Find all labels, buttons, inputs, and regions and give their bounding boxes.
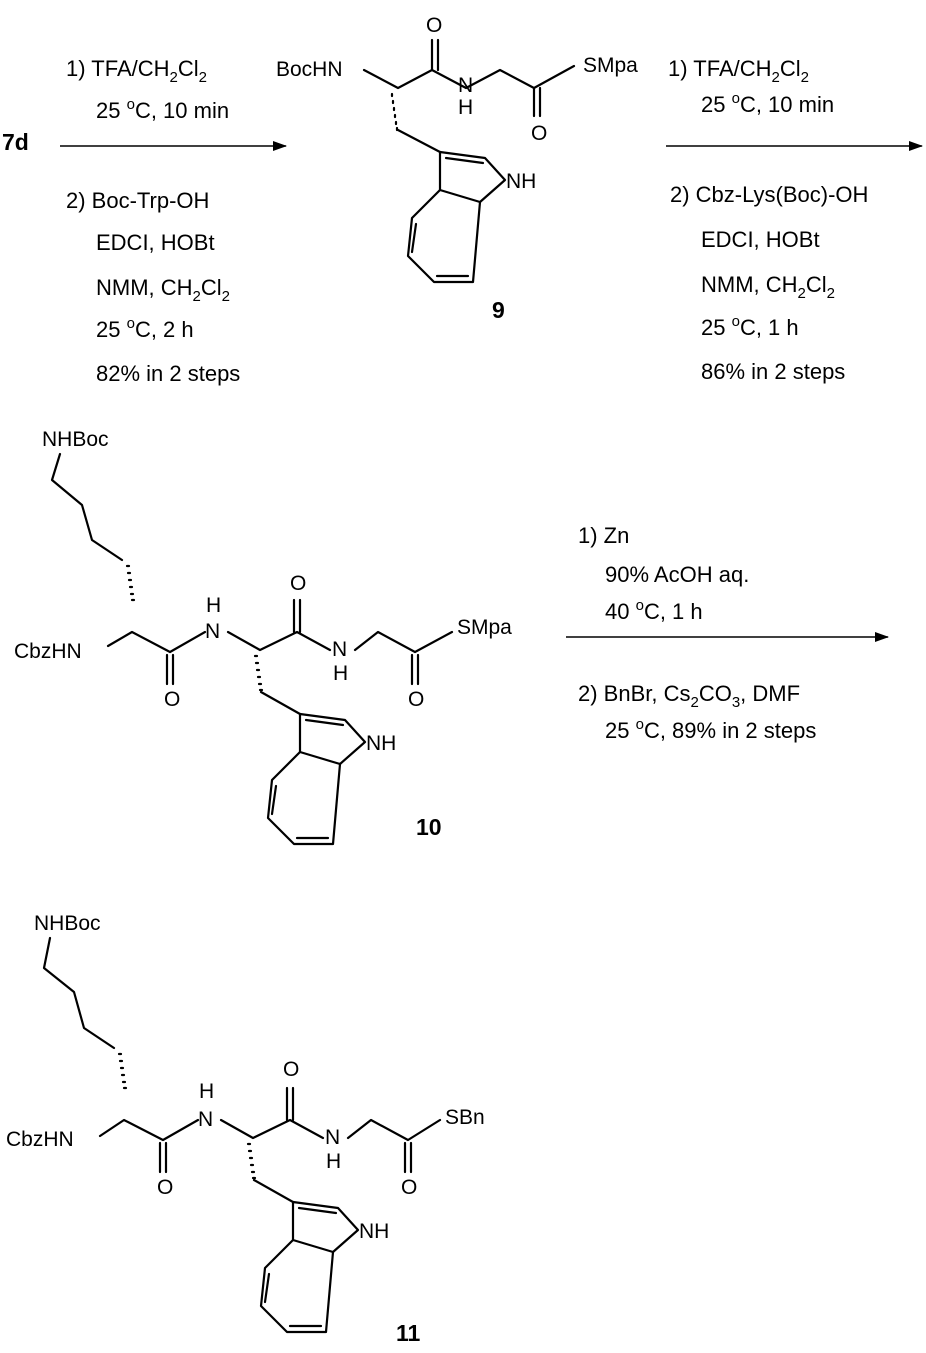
step3-below-line-1: 2) BnBr, Cs2CO3, DMF (578, 681, 800, 711)
compound-10-amide-hydrogen-2: H (333, 662, 348, 685)
step1-above-line-2: 25 oC, 10 min (96, 96, 229, 123)
compound-10-nhboc: NHBoc (42, 428, 109, 451)
step2-above-line-2: 25 oC, 10 min (701, 90, 834, 117)
compound-10-cbz-amine: CbzHN (14, 640, 82, 663)
compound-9-label: 9 (492, 297, 505, 323)
compound-11-amide-nitrogen-2: N (325, 1126, 340, 1149)
step1-below-line-2: EDCI, HOBt (96, 230, 215, 255)
compound-9-carbonyl-oxygen: O (426, 14, 442, 37)
compound-10-lys-oxygen: O (164, 688, 180, 711)
compound-9-indole-nh: NH (506, 170, 536, 193)
step2-above-line-1: 1) TFA/CH2Cl2 (668, 56, 809, 86)
compound-10-structure: NHBoc CbzHN O N H O N H SM (14, 428, 512, 846)
compound-10-amide-hydrogen-1: H (206, 594, 221, 617)
compound-11-structure: NHBoc CbzHN O N H O N H SB (6, 912, 485, 1346)
compound-11-cbz-amine: CbzHN (6, 1128, 74, 1151)
step3-above-line-1: 1) Zn (578, 523, 629, 548)
step3-above-line-3: 40 oC, 1 h (605, 597, 703, 624)
step2-below-line-3: NMM, CH2Cl2 (701, 272, 835, 302)
compound-10-amide-nitrogen-1: N (205, 620, 220, 643)
compound-11-gly-oxygen: O (401, 1176, 417, 1199)
compound-9-thioester-oxygen: O (531, 122, 547, 145)
compound-10-thioester-group: SMpa (457, 616, 512, 639)
step1-below-line-1: 2) Boc-Trp-OH (66, 188, 209, 213)
step2-below-line-2: EDCI, HOBt (701, 227, 820, 252)
compound-10-indole-nh: NH (366, 732, 396, 755)
arrow-2-conditions: 1) TFA/CH2Cl2 25 oC, 10 min 2) Cbz-Lys(Boc… (668, 56, 868, 384)
compound-10-gly-oxygen: O (408, 688, 424, 711)
step1-below-line-5: 82% in 2 steps (96, 361, 240, 386)
step2-below-line-5: 86% in 2 steps (701, 359, 845, 384)
step2-below-line-4: 25 oC, 1 h (701, 313, 799, 340)
compound-11-amide-hydrogen-2: H (326, 1150, 341, 1173)
compound-9-thioester-group: SMpa (583, 54, 638, 77)
compound-11-label: 11 (396, 1320, 421, 1346)
compound-10-amide-nitrogen-2: N (332, 638, 347, 661)
step3-above-line-2: 90% AcOH aq. (605, 562, 749, 587)
compound-10-trp-oxygen: O (290, 572, 306, 595)
step1-below-line-4: 25 oC, 2 h (96, 315, 194, 342)
compound-11-thioester-group: SBn (445, 1106, 485, 1129)
start-compound-label: 7d (2, 129, 29, 155)
step2-below-line-1: 2) Cbz-Lys(Boc)-OH (670, 182, 868, 207)
compound-11-nhboc: NHBoc (34, 912, 101, 935)
compound-9-boc-amine: BocHN (276, 58, 343, 81)
compound-9-amide-hydrogen: H (458, 96, 473, 119)
compound-11-indole-nh: NH (359, 1220, 389, 1243)
compound-11-amide-hydrogen-1: H (199, 1080, 214, 1103)
compound-9-amide-nitrogen: N (458, 74, 473, 97)
compound-11-amide-nitrogen-1: N (198, 1108, 213, 1131)
compound-11-trp-oxygen: O (283, 1058, 299, 1081)
arrow-1-conditions: 1) TFA/CH2Cl2 25 oC, 10 min 2) Boc-Trp-OH E… (66, 56, 240, 386)
arrow-3-conditions: 1) Zn 90% AcOH aq. 40 oC, 1 h 2) BnBr, Cs2C… (578, 523, 816, 743)
step3-below-line-2: 25 oC, 89% in 2 steps (605, 716, 816, 743)
compound-9-structure: BocHN O N H SMpa O NH 9 (276, 14, 638, 323)
compound-10-label: 10 (416, 814, 442, 840)
compound-11-lys-oxygen: O (157, 1176, 173, 1199)
step1-above-line-1: 1) TFA/CH2Cl2 (66, 56, 207, 86)
step1-below-line-3: NMM, CH2Cl2 (96, 275, 230, 305)
